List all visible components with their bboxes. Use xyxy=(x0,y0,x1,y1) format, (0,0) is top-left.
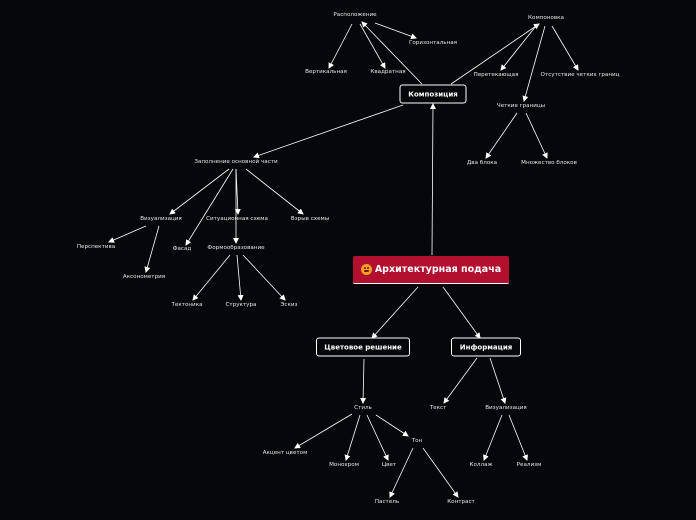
connector-arrow xyxy=(169,168,230,215)
node-tone[interactable]: Тон xyxy=(411,438,423,445)
node-collage[interactable]: Коллаж xyxy=(469,462,493,469)
root-label: Архитектурная подача xyxy=(374,264,502,275)
connector-arrow xyxy=(328,23,353,69)
node-many-blocks[interactable]: Множество блоков xyxy=(521,160,577,167)
node-info-visualization[interactable]: Визуализация xyxy=(485,405,527,412)
node-exploded[interactable]: Взрыв схемы xyxy=(290,216,330,223)
node-contrast[interactable]: Контраст xyxy=(447,499,475,506)
connector-arrow xyxy=(192,254,231,301)
connector-arrow xyxy=(361,21,423,85)
connector-arrow xyxy=(489,357,507,404)
connector-arrow xyxy=(389,447,414,498)
connector-arrow xyxy=(360,358,367,404)
node-style[interactable]: Стиль xyxy=(354,405,372,412)
connector-arrow xyxy=(375,414,409,437)
connector-arrow xyxy=(442,286,481,339)
node-no-borders[interactable]: Отсутствие четких границ xyxy=(540,72,620,79)
node-tectonics[interactable]: Тектоника xyxy=(171,302,203,309)
connector-arrow xyxy=(508,414,528,461)
node-color-solution[interactable]: Цветовое решение xyxy=(316,337,410,357)
connector-arrow xyxy=(253,104,404,159)
node-realism[interactable]: Реализм xyxy=(516,462,542,469)
connector-arrow xyxy=(483,414,503,461)
connector-arrow xyxy=(144,225,160,273)
connector-arrow xyxy=(185,168,234,246)
node-visualization[interactable]: Визуализация xyxy=(140,216,182,223)
node-accent[interactable]: Акцент цветом xyxy=(262,450,308,457)
connector-arrow xyxy=(429,103,436,256)
node-main-fill[interactable]: Заполнение основной части xyxy=(194,159,278,166)
connector-arrow xyxy=(450,23,540,85)
node-horizontal[interactable]: Горизонтальная xyxy=(408,40,458,47)
connector-arrow xyxy=(374,22,417,40)
node-composition[interactable]: Композиция xyxy=(399,84,467,104)
connector-arrow xyxy=(366,414,389,461)
connector-arrow xyxy=(371,286,419,339)
connector-arrow xyxy=(242,254,286,301)
node-square[interactable]: Квадратная xyxy=(370,69,406,76)
node-flowing[interactable]: Перетекающая xyxy=(473,72,519,79)
node-monochrome[interactable]: Монохром xyxy=(329,462,359,469)
connector-arrow xyxy=(236,254,244,301)
connector-arrow xyxy=(344,414,361,461)
connector-arrow xyxy=(522,25,546,102)
connector-arrow xyxy=(422,447,459,498)
node-axonometry[interactable]: Аксонометрия xyxy=(122,274,166,281)
node-pastel[interactable]: Пастель xyxy=(374,499,400,506)
node-placement[interactable]: Расположение xyxy=(333,12,377,19)
node-layout[interactable]: Компоновка xyxy=(528,15,564,22)
node-situational[interactable]: Ситуационная схема xyxy=(206,216,268,223)
connector-arrow xyxy=(500,25,537,71)
node-vertical[interactable]: Вертикальная xyxy=(305,69,347,76)
root-node[interactable]: Архитектурная подача xyxy=(353,256,509,284)
angry-face-icon xyxy=(360,264,372,275)
connector-arrow xyxy=(245,168,304,215)
node-structure[interactable]: Структура xyxy=(225,302,257,309)
connector-arrow xyxy=(551,25,579,71)
node-facade[interactable]: Фасад xyxy=(172,246,192,253)
connector-arrow xyxy=(525,112,548,159)
connector-arrow xyxy=(485,112,518,159)
node-two-blocks[interactable]: Два блока xyxy=(466,160,498,167)
connector-arrow xyxy=(108,225,147,243)
connector-arrow xyxy=(294,413,353,449)
node-clear-borders[interactable]: Четкие границы xyxy=(496,103,546,110)
node-color[interactable]: Цвет xyxy=(381,462,397,469)
node-formation[interactable]: Формообразование xyxy=(207,245,265,252)
connector-arrow xyxy=(443,357,478,404)
connector-arrow xyxy=(359,23,386,69)
node-text[interactable]: Текст xyxy=(429,405,447,412)
node-perspective[interactable]: Перспектива xyxy=(76,244,116,251)
node-information[interactable]: Информация xyxy=(451,337,521,357)
node-sketch[interactable]: Эскиз xyxy=(280,302,298,309)
